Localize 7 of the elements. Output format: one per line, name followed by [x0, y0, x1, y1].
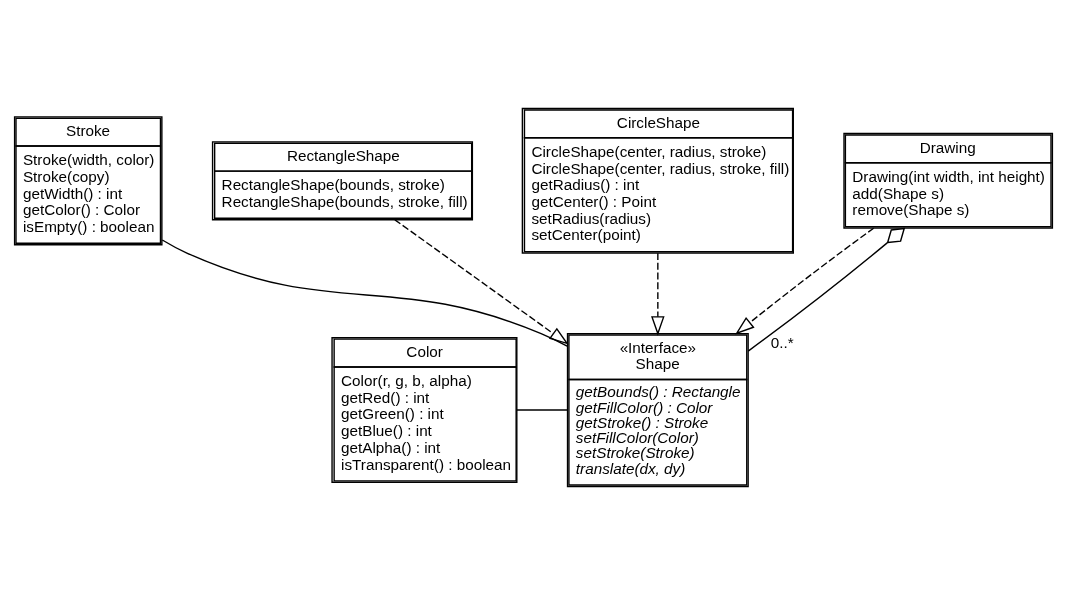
edge-label: 0..* — [770, 334, 794, 352]
arrow — [735, 227, 875, 335]
arrow — [394, 219, 569, 345]
connector — [747, 227, 906, 352]
arrow — [651, 252, 665, 336]
connector — [516, 409, 568, 411]
connector — [161, 239, 568, 347]
